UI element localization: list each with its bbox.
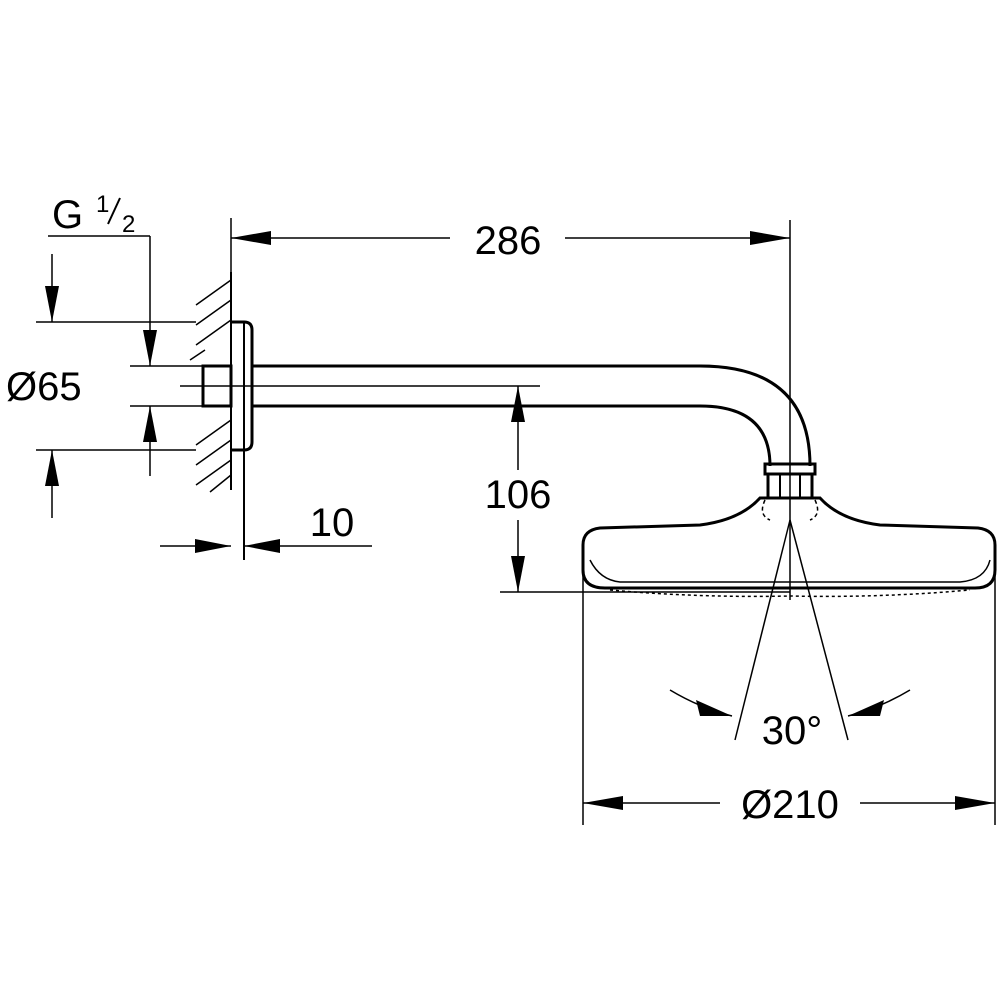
shower-arm — [252, 364, 812, 467]
thread-main-label: G — [52, 193, 83, 237]
dimension-head-diameter: Ø210 — [582, 545, 996, 827]
dimension-flange-depth: 10 — [160, 501, 372, 553]
wall-hatching — [189, 272, 232, 493]
head-diameter-label: Ø210 — [741, 783, 839, 827]
thread-num-label: 1 — [96, 191, 109, 218]
wall-connection — [168, 364, 540, 408]
dimension-drop-height: 106 — [485, 386, 790, 593]
flange-diameter-label: Ø65 — [6, 365, 82, 409]
shower-head — [581, 496, 997, 598]
flange-depth-label: 10 — [310, 501, 355, 545]
arm-length-label: 286 — [475, 219, 542, 263]
dimension-arm-length: 286 — [230, 218, 790, 272]
thread-den-label: 2 — [122, 211, 135, 238]
thread-label: G 1 2 — [48, 191, 168, 476]
drop-height-label: 106 — [485, 473, 552, 517]
dimension-flange-diameter: Ø65 — [6, 254, 196, 518]
spray-angle-label: 30° — [762, 709, 823, 753]
spray-angle: 30° — [669, 519, 911, 753]
wall-flange — [231, 320, 254, 560]
